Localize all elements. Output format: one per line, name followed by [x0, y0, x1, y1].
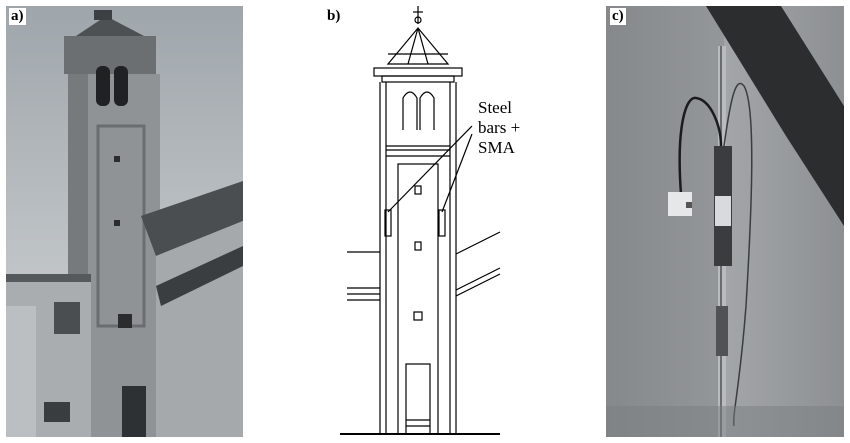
- photo-bell-tower: [6, 6, 243, 437]
- tower-line-drawing: [300, 6, 550, 437]
- photo-sma-device: [606, 6, 844, 437]
- sma-device-photo-illustration: [606, 6, 844, 437]
- panel-b-label: b): [327, 8, 341, 24]
- annotation-line-3: SMA: [478, 138, 515, 157]
- panel-c-label: c): [610, 8, 626, 25]
- annotation-line-2: bars +: [478, 118, 521, 137]
- tower-elevation-svg: [340, 6, 501, 435]
- annotation-line-1: Steel: [478, 98, 512, 117]
- bell-tower-photo-illustration: [6, 6, 243, 437]
- steel-bars-sma-annotation: Steel bars + SMA: [478, 98, 520, 158]
- panel-a-label: a): [9, 8, 26, 25]
